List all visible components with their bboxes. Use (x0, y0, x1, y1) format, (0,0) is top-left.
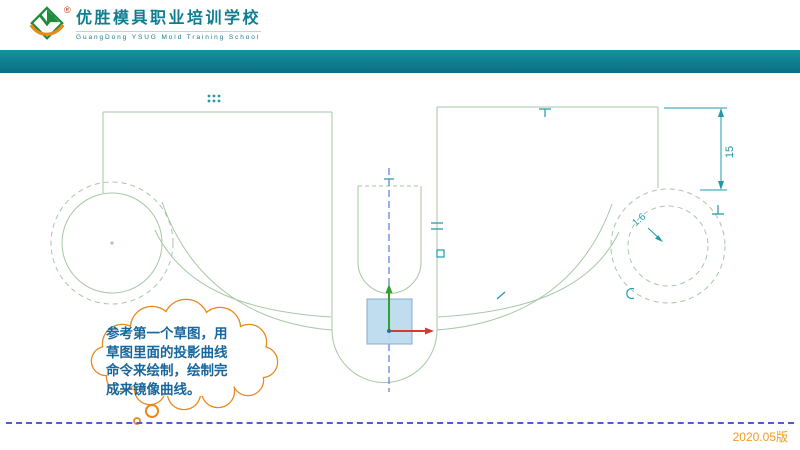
sketch-outline (50, 106, 726, 383)
parallel-constraint-icon (431, 222, 443, 230)
registered-mark: ® (64, 5, 71, 15)
cloud-tail-bubble-large (145, 404, 159, 418)
top-construction-lines (102, 106, 659, 330)
dimension-1-6 (647, 227, 663, 242)
left-boss-outer-dashed-circle (50, 181, 174, 305)
callout-cloud (90, 298, 279, 425)
left-boss-center-point (110, 241, 114, 245)
school-logo-icon (29, 6, 65, 40)
fixed-constraint-icon (436, 249, 445, 258)
header: ® 优胜模具职业培训学校 GuangDong YSUG Mold Trainin… (0, 0, 800, 50)
callout-line: 命令来绘制，绘制完 (106, 363, 228, 378)
perpendicular-constraint-icon-2 (712, 205, 724, 215)
bottom-center-arc (331, 329, 438, 383)
right-arm-outer-curve (436, 203, 613, 331)
callout-note: 参考第一个草图，用 草图里面的投影曲线 命令来绘制，绘制完 成来镜像曲线。 (106, 325, 268, 399)
left-boss-circle (61, 192, 163, 294)
callout-line: 成来镜像曲线。 (106, 381, 201, 397)
left-arm-inner-curve (154, 229, 332, 318)
school-name-cn: 优胜模具职业培训学校 (76, 10, 262, 27)
dimension-15-text: 15 (724, 146, 736, 158)
dimension-15 (664, 107, 727, 191)
left-arm-outer-curve (161, 201, 333, 331)
right-boss-outer-dashed-circle (610, 188, 726, 304)
perpendicular-constraint-icon (539, 108, 551, 117)
banner-bar (0, 50, 800, 73)
tangent-constraint-icon (496, 291, 506, 300)
callout-line: 参考第一个草图，用 (106, 326, 228, 341)
footer-dashed-divider (6, 422, 794, 424)
callout-line: 草图里面的投影曲线 (106, 344, 228, 360)
constraint-symbols (207, 94, 724, 300)
right-arm-inner-curve (437, 231, 620, 318)
wcs-triad (366, 284, 434, 345)
midpoint-constraint-dots (207, 94, 211, 98)
school-name-en: GuangDong YSUG Mold Training School (76, 31, 262, 41)
concentric-constraint-icon (626, 287, 635, 300)
version-label: 2020.05版 (732, 430, 788, 444)
wcs-origin-point (387, 329, 391, 333)
right-boss-dashed-circle (627, 205, 709, 287)
school-title-block: 优胜模具职业培训学校 GuangDong YSUG Mold Training … (76, 9, 262, 41)
